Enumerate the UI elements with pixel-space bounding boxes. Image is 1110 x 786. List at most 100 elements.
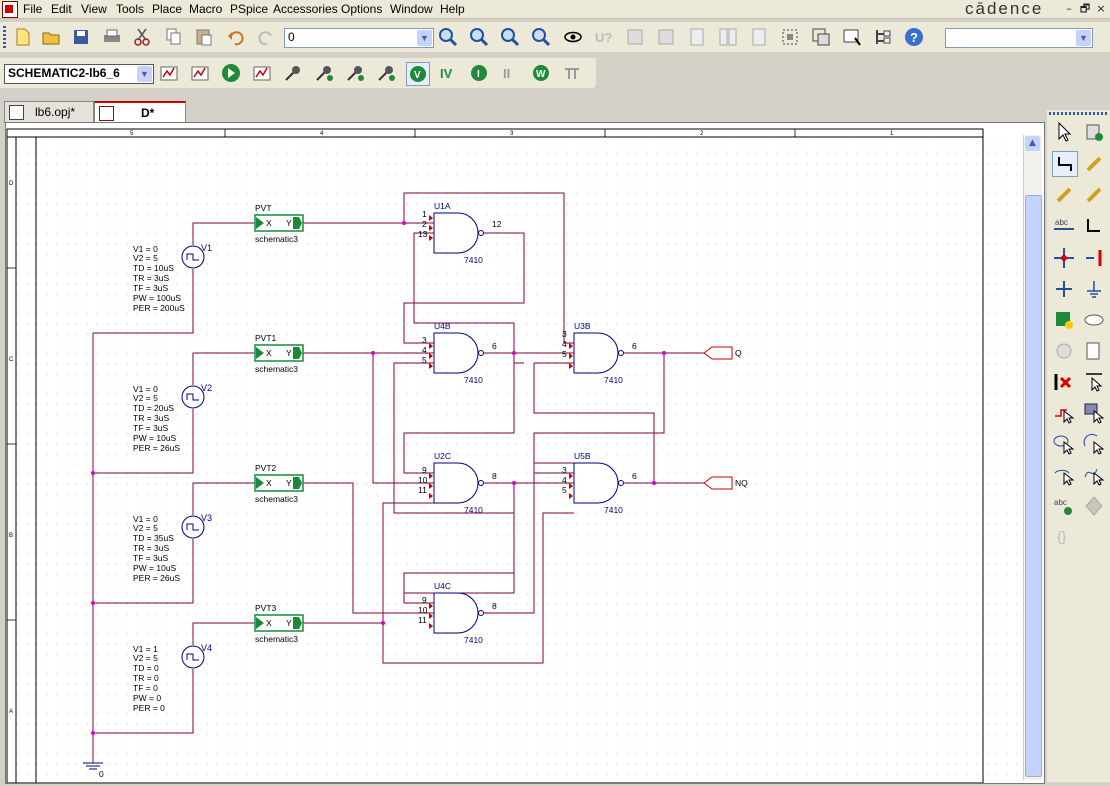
toolbar-grip[interactable]	[3, 26, 6, 48]
chevron-down-icon[interactable]: ▼	[417, 30, 432, 46]
bom-icon[interactable]	[748, 26, 770, 48]
zoom-fit-icon[interactable]	[530, 26, 552, 48]
new-sim-profile-icon[interactable]	[158, 62, 180, 84]
menu-place[interactable]: Place	[152, 2, 183, 16]
netlist-icon[interactable]	[686, 26, 708, 48]
current-marker-icon[interactable]	[344, 62, 366, 84]
redo-icon[interactable]	[255, 26, 277, 48]
close-button[interactable]: ×	[1096, 2, 1106, 15]
voltage-marker-icon[interactable]	[282, 62, 304, 84]
place-ground-icon[interactable]	[1082, 277, 1106, 301]
place-part-icon[interactable]	[1082, 120, 1106, 144]
menu-macro[interactable]: Macro	[189, 2, 223, 16]
toggle-current-icon[interactable]: II	[499, 62, 521, 84]
gate-u3b[interactable]: U3B 3 4 5 6 7410	[562, 321, 637, 385]
drag-connected-icon[interactable]	[841, 26, 863, 48]
tab-schematic[interactable]: D*	[94, 101, 186, 124]
place-parameter-icon[interactable]: {}	[1052, 524, 1076, 548]
gate-u1a[interactable]: U1A 1 2 13 12 7410	[418, 201, 502, 265]
new-icon[interactable]	[12, 26, 34, 48]
save-icon[interactable]	[70, 26, 92, 48]
diff-voltage-marker-icon[interactable]	[313, 62, 335, 84]
print-icon[interactable]	[101, 26, 123, 48]
cut-icon[interactable]	[131, 26, 153, 48]
enable-bias-current-icon[interactable]: I	[468, 62, 490, 84]
tab-project[interactable]: lb6.opj*	[4, 101, 94, 123]
view-sim-results-icon[interactable]	[251, 62, 273, 84]
run-pspice-icon[interactable]	[220, 62, 242, 84]
ground-symbol[interactable]: 0	[83, 762, 104, 779]
toggle-power-icon[interactable]	[561, 62, 583, 84]
menu-options[interactable]: Options	[341, 2, 383, 16]
place-ieee-symbol-icon[interactable]	[1082, 494, 1106, 518]
zoom-in-icon[interactable]	[437, 26, 459, 48]
area-select-icon[interactable]	[810, 26, 832, 48]
port-q[interactable]: Q	[703, 346, 742, 360]
restore-button[interactable]: 🗗	[1079, 2, 1091, 15]
menu-window[interactable]: Window	[390, 2, 433, 16]
cross-ref-icon[interactable]	[717, 26, 739, 48]
gate-u4b[interactable]: U4B 3 4 5 6 7410	[422, 321, 497, 385]
back-annotate-icon[interactable]	[624, 26, 646, 48]
menu-view[interactable]: View	[81, 2, 107, 16]
simulation-profile-combo[interactable]: SCHEMATIC2-lb6_6▼	[4, 64, 154, 84]
hier-block-pvt1[interactable]: PVT1 X Y schematic3	[254, 333, 304, 374]
place-line-icon[interactable]	[1082, 370, 1106, 394]
place-no-connect-x-icon[interactable]	[1052, 370, 1076, 394]
place-bezier-icon[interactable]	[1082, 463, 1106, 487]
palette-grip[interactable]	[1049, 112, 1107, 115]
place-text-icon[interactable]: abc	[1052, 494, 1076, 518]
undo-icon[interactable]	[225, 26, 247, 48]
source-v2-symbol[interactable]: V2	[181, 383, 212, 409]
gate-u4c[interactable]: U4C 9 10 11 8 7410	[418, 581, 497, 645]
enable-bias-power-icon[interactable]: W	[530, 62, 552, 84]
select-pointer-icon[interactable]	[1052, 120, 1076, 144]
zoom-combo[interactable]: 0▼	[284, 28, 434, 48]
power-marker-icon[interactable]	[375, 62, 397, 84]
menu-accessories[interactable]: Accessories	[273, 2, 338, 16]
gate-u5b[interactable]: U5B 3 4 5 6 7410	[562, 451, 637, 515]
chevron-down-icon[interactable]: ▼	[1076, 30, 1091, 46]
copy-icon[interactable]	[162, 26, 184, 48]
open-icon[interactable]	[40, 26, 62, 48]
place-text-label-icon[interactable]: abc	[1052, 214, 1076, 238]
port-nq[interactable]: NQ	[703, 476, 748, 490]
zoom-area-icon[interactable]	[499, 26, 521, 48]
enable-bias-voltage-icon[interactable]: V	[406, 62, 430, 86]
place-arc-icon[interactable]	[1082, 432, 1106, 456]
paste-icon[interactable]	[193, 26, 215, 48]
annotate-icon[interactable]: U?	[593, 26, 615, 48]
source-v1-symbol[interactable]: V1	[181, 243, 212, 269]
scroll-up-arrow-icon[interactable]: ▲	[1025, 136, 1040, 151]
place-polyline-icon[interactable]	[1052, 401, 1076, 425]
hier-block-pvt2[interactable]: PVT2 X Y schematic3	[254, 463, 304, 504]
vertical-scrollbar[interactable]: ▲	[1023, 135, 1042, 780]
place-junction-icon[interactable]	[1052, 246, 1076, 270]
menu-file[interactable]: File	[23, 2, 43, 16]
place-net-alias-icon[interactable]	[1082, 182, 1106, 206]
menu-tools[interactable]: Tools	[116, 2, 145, 16]
place-power-icon[interactable]	[1052, 339, 1076, 363]
help-icon[interactable]: ?	[903, 26, 925, 48]
place-hier-block-icon[interactable]	[1052, 308, 1076, 332]
place-port-icon[interactable]	[1082, 246, 1106, 270]
gate-u2c[interactable]: U2C 9 10 11 8 7410	[418, 451, 497, 515]
search-combo[interactable]: ▼	[945, 28, 1093, 48]
project-manager-icon[interactable]	[872, 26, 894, 48]
snap-grid-icon[interactable]	[779, 26, 801, 48]
schematic-canvas[interactable]: 5 4 3 2 1 D C B A	[5, 122, 1045, 784]
place-wire-icon[interactable]	[1052, 151, 1078, 177]
chevron-down-icon[interactable]: ▼	[137, 66, 152, 82]
place-bus-entry-icon[interactable]	[1052, 182, 1076, 206]
place-pin-icon[interactable]	[1082, 339, 1106, 363]
place-rectangle-icon[interactable]	[1082, 401, 1106, 425]
place-no-connect-icon[interactable]	[1052, 277, 1076, 301]
place-ellipse-icon[interactable]	[1052, 432, 1076, 456]
menu-help[interactable]: Help	[440, 2, 465, 16]
menu-edit[interactable]: Edit	[51, 2, 72, 16]
source-v3-symbol[interactable]: V3	[181, 513, 212, 539]
minimize-button[interactable]: –	[1066, 2, 1072, 15]
menu-pspice[interactable]: PSpice	[230, 2, 269, 16]
place-junction-wire-icon[interactable]	[1082, 214, 1106, 238]
app-icon[interactable]	[2, 1, 18, 18]
